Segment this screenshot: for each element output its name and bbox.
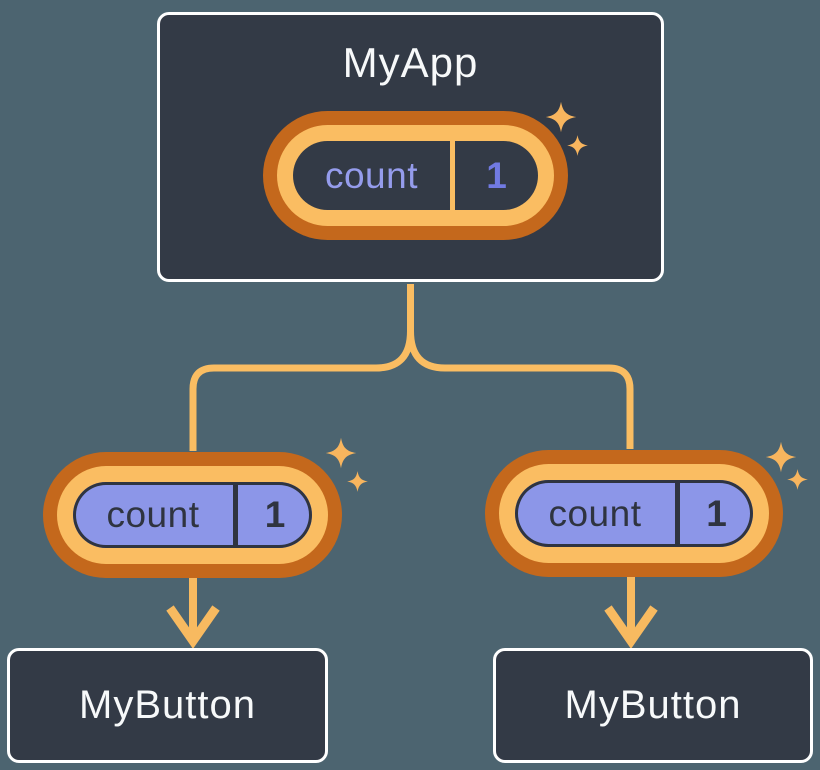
state-pill-value: 1 bbox=[486, 154, 507, 196]
sparkle-icon bbox=[324, 436, 358, 470]
prop-pill-left: count 1 bbox=[43, 452, 342, 578]
node-title: MyButton bbox=[564, 683, 742, 727]
state-pill: count 1 bbox=[263, 111, 568, 240]
state-pill-ring: count 1 bbox=[277, 125, 554, 226]
sparkle-icon bbox=[346, 470, 369, 493]
node-mybutton-left: MyButton bbox=[7, 648, 328, 763]
prop-pill-core: count 1 bbox=[515, 480, 753, 547]
pill-divider bbox=[233, 482, 238, 548]
prop-pill-label: count bbox=[106, 494, 200, 535]
sparkle-icon bbox=[764, 440, 798, 474]
prop-pill-label: count bbox=[548, 492, 642, 534]
sparkle-icon bbox=[786, 468, 809, 491]
arrow-right-head bbox=[604, 605, 658, 649]
connector-branch-left bbox=[189, 330, 414, 451]
sparkle-icon bbox=[566, 134, 589, 157]
pill-divider bbox=[450, 141, 455, 210]
prop-pill-value: 1 bbox=[706, 492, 727, 534]
prop-pill-core: count 1 bbox=[73, 482, 312, 548]
pill-divider bbox=[675, 480, 680, 547]
node-title: MyApp bbox=[342, 39, 479, 86]
state-pill-core: count 1 bbox=[293, 141, 538, 210]
sparkle-icon bbox=[544, 100, 578, 134]
connector-branch-right bbox=[407, 330, 634, 449]
node-mybutton-right: MyButton bbox=[493, 648, 813, 763]
arrow-left-head bbox=[166, 605, 220, 649]
prop-pill-ring: count 1 bbox=[499, 464, 769, 563]
state-pill-label: count bbox=[324, 154, 418, 196]
prop-pill-right: count 1 bbox=[485, 450, 783, 577]
prop-pill-value: 1 bbox=[264, 494, 286, 535]
node-title: MyButton bbox=[79, 683, 256, 727]
prop-pill-ring: count 1 bbox=[57, 466, 328, 564]
